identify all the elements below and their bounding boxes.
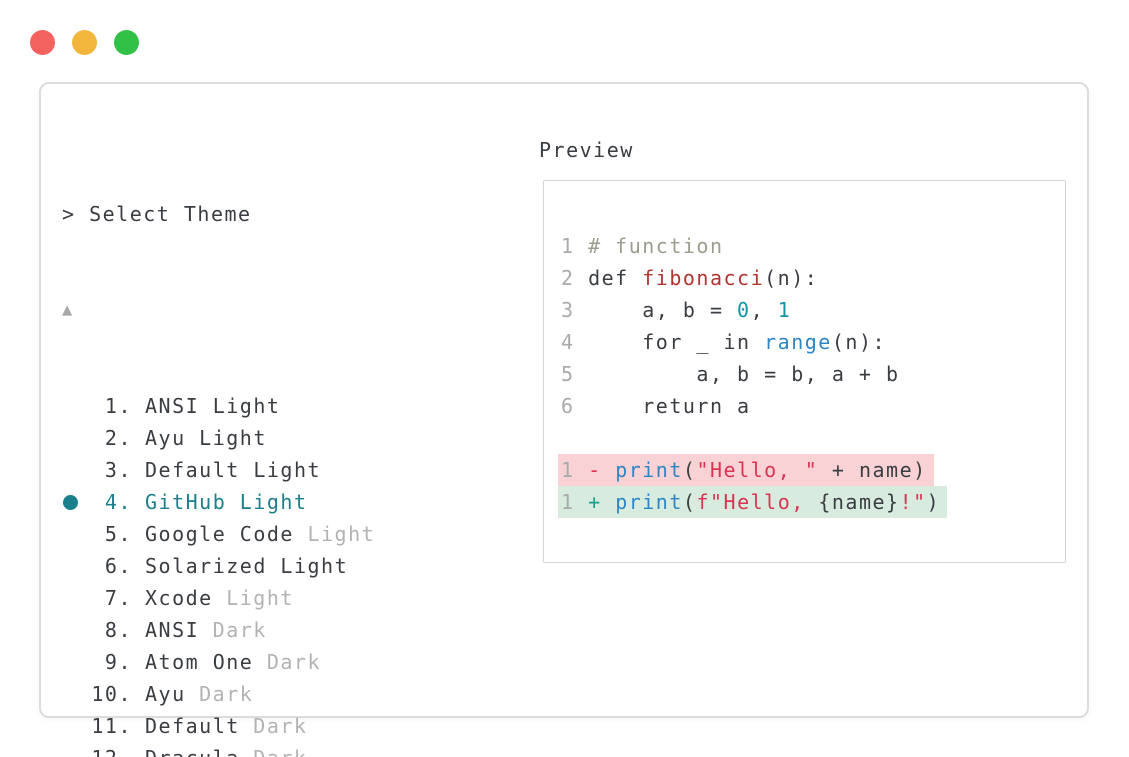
selected-bullet-icon <box>62 710 90 742</box>
theme-picker-panel: > Select Theme ▲ 1. ANSI Light 2. Ayu Li… <box>39 82 1089 757</box>
theme-number: 8. <box>104 618 132 642</box>
theme-name: ANSI Light <box>145 394 281 418</box>
theme-list-item[interactable]: 3. Default Light <box>62 454 861 486</box>
theme-name: Atom One <box>145 650 254 674</box>
theme-number: 3. <box>104 458 132 482</box>
theme-list-item[interactable]: 11. Default Dark <box>62 710 861 742</box>
zoom-button[interactable] <box>114 30 139 55</box>
theme-variant: Dark <box>266 650 321 674</box>
theme-name: Google Code <box>145 522 294 546</box>
close-button[interactable] <box>30 30 55 55</box>
code-line: 5 a, b = b, a + b <box>561 362 900 386</box>
theme-number: 12. <box>90 742 132 757</box>
theme-name: Solarized Light <box>145 554 349 578</box>
scroll-up-icon[interactable]: ▲ <box>62 300 73 320</box>
selected-bullet-icon <box>62 550 90 582</box>
theme-name: Xcode <box>145 586 213 610</box>
theme-list-item[interactable]: 1. ANSI Light <box>62 390 861 422</box>
selected-bullet-icon <box>62 454 90 486</box>
theme-name: Ayu Light <box>145 426 267 450</box>
theme-number: 1. <box>104 394 132 418</box>
code-line: 1 # function <box>561 234 724 258</box>
theme-number: 2. <box>104 426 132 450</box>
theme-variant: Dark <box>253 714 308 738</box>
preview-label: Preview <box>539 138 634 162</box>
theme-name: Default Light <box>145 458 322 482</box>
theme-variant: Dark <box>199 682 254 706</box>
window-controls <box>30 30 139 55</box>
theme-number: 4. <box>104 490 132 514</box>
diff-line-removed: 1 - print("Hello, " + name) <box>558 454 1065 486</box>
diff-line-added: 1 + print(f"Hello, {name}!") <box>558 486 1065 518</box>
theme-list-column: > Select Theme ▲ 1. ANSI Light 2. Ayu Li… <box>62 134 861 757</box>
theme-number: 10. <box>91 682 132 706</box>
theme-variant: Light <box>226 586 294 610</box>
theme-variant: Dark <box>253 742 307 757</box>
code-line: 2 def fibonacci(n): <box>561 266 819 290</box>
minimize-button[interactable] <box>72 30 97 55</box>
theme-list-item[interactable]: 4. GitHub Light <box>62 486 861 518</box>
theme-number: 11. <box>91 714 132 738</box>
theme-list-item[interactable]: 8. ANSI Dark <box>62 614 861 646</box>
selected-bullet-icon <box>62 422 90 454</box>
preview-pane: 1 # function 2 def fibonacci(n): 3 a, b = … <box>543 180 1066 563</box>
theme-number: 6. <box>104 554 132 578</box>
theme-list-item[interactable]: 10. Ayu Dark <box>62 678 861 710</box>
theme-list: 1. ANSI Light 2. Ayu Light 3. Default Li… <box>62 390 861 757</box>
code-line: 6 return a <box>561 394 751 418</box>
theme-variant: Light <box>307 522 376 546</box>
theme-number: 9. <box>104 650 132 674</box>
theme-number: 5. <box>104 522 132 546</box>
theme-list-item[interactable]: 12. Dracula Dark <box>62 742 861 757</box>
code-line: 3 a, b = 0, 1 <box>561 298 792 322</box>
selected-bullet-icon <box>62 742 90 757</box>
selected-bullet-icon <box>62 646 90 678</box>
selected-bullet-icon <box>62 390 90 422</box>
theme-list-item[interactable]: 2. Ayu Light <box>62 422 861 454</box>
selected-bullet-icon <box>62 486 90 518</box>
theme-name: Default <box>145 714 240 738</box>
selected-bullet-icon <box>62 678 90 710</box>
theme-list-item[interactable]: 6. Solarized Light <box>62 550 861 582</box>
theme-name: GitHub Light <box>145 490 308 514</box>
selected-bullet-icon <box>62 614 90 646</box>
theme-name: ANSI <box>145 618 200 642</box>
code-line <box>561 422 1065 454</box>
selected-bullet-icon <box>62 582 90 614</box>
theme-number: 7. <box>104 586 132 610</box>
theme-list-item[interactable]: 9. Atom One Dark <box>62 646 861 678</box>
theme-variant: Dark <box>212 618 267 642</box>
selected-bullet-icon <box>62 518 90 550</box>
code-preview: 1 # function 2 def fibonacci(n): 3 a, b = … <box>544 181 1065 518</box>
theme-name: Dracula <box>145 742 240 757</box>
code-line: 4 for _ in range(n): <box>561 330 887 354</box>
page-title: > Select Theme <box>62 202 252 226</box>
theme-name: Ayu <box>145 682 186 706</box>
theme-list-item[interactable]: 5. Google Code Light <box>62 518 861 550</box>
theme-list-item[interactable]: 7. Xcode Light <box>62 582 861 614</box>
